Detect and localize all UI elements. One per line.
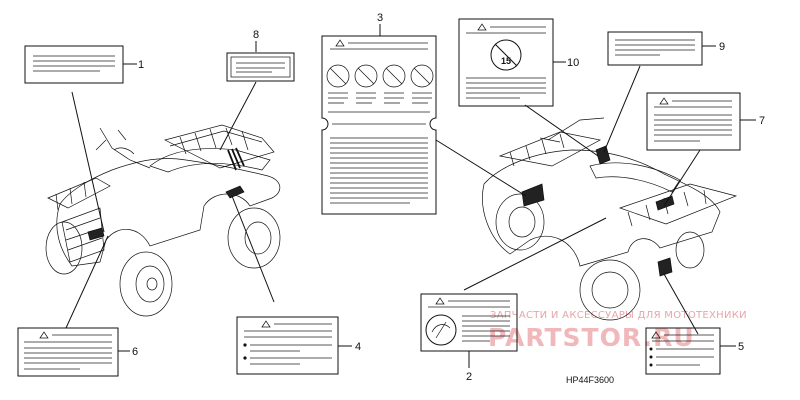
label-6: 6: [17, 327, 138, 377]
callout-5: 5: [738, 341, 744, 353]
label-6-text-lines: [24, 334, 112, 370]
label-5-warning-icon: [651, 331, 661, 339]
label-9: 9: [607, 31, 725, 66]
label-4-frame: [236, 316, 339, 375]
label-2-body-lines: [462, 315, 510, 342]
callout-6: 6: [132, 346, 138, 358]
label-10-header-lines: [466, 26, 546, 34]
label-2-rider-pictogram: [425, 314, 457, 346]
callout-9: 9: [719, 41, 725, 53]
label-10-age-badge: 15: [501, 56, 511, 66]
callout-3: 3: [377, 12, 383, 24]
label-2-rider-figure: [431, 321, 451, 339]
label-10-age-symbol: [490, 39, 522, 71]
label-7-warning-icon: [659, 97, 669, 105]
label-3-caption-lines: [328, 92, 432, 125]
callout-4: 4: [355, 341, 361, 353]
label-5-bullet: [649, 347, 653, 351]
label-5-bullet: [649, 363, 653, 367]
label-8-text-lines: [236, 62, 285, 73]
label-8-frame-outer: [226, 52, 295, 82]
label-7-frame: [646, 92, 741, 151]
watermark: ЗАПЧАСТИ И АКСЕССУАРЫ ДЛЯ МОТОТЕХНИКИ PA…: [488, 310, 747, 352]
label-10-body-lines: [466, 77, 546, 99]
label-3: 3: [321, 12, 437, 215]
label-5: 5: [645, 327, 744, 375]
label-3-warning-icon: [335, 39, 345, 47]
label-2-warning-icon: [435, 297, 445, 305]
callout-1: 1: [138, 59, 144, 71]
label-4-bullet: [243, 356, 247, 360]
label-10-warning-icon: [477, 23, 487, 31]
label-10-prohibit-slash: [494, 43, 518, 67]
callout-7: 7: [759, 115, 765, 127]
label-1-frame: [24, 45, 124, 84]
label-5-frame: [645, 327, 721, 375]
atv-right-illustration: [482, 117, 738, 321]
diagram-code: HP44F3600: [566, 375, 614, 385]
atv-left-illustration: [45, 124, 281, 317]
label-3-header-lines: [330, 42, 428, 50]
label-3-frame: [321, 35, 437, 215]
watermark-caption: ЗАПЧАСТИ И АКСЕССУАРЫ ДЛЯ МОТОТЕХНИКИ: [490, 310, 747, 321]
label-9-frame: [607, 31, 703, 66]
label-7-text-lines: [654, 100, 732, 142]
callout-2: 2: [466, 371, 472, 383]
label-5-bullet: [649, 355, 653, 359]
label-1-text-lines: [33, 55, 115, 72]
label-10: 15 10: [458, 18, 579, 107]
label-2-header-lines: [428, 300, 510, 308]
label-6-warning-icon: [39, 331, 49, 339]
label-7: 7: [646, 92, 765, 151]
label-3-pictograms: [326, 64, 434, 88]
label-4-warning-icon: [261, 320, 271, 328]
callout-8: 8: [253, 29, 259, 41]
label-1: 1: [24, 45, 144, 84]
label-3-body-lines: [330, 137, 428, 204]
label-8: 8: [226, 29, 295, 82]
label-9-text-lines: [615, 39, 695, 56]
label-4-text-lines: [244, 323, 332, 365]
label-2: 2: [420, 293, 518, 383]
label-4: 4: [236, 316, 361, 375]
label-4-bullet: [243, 343, 247, 347]
label-6-frame: [17, 327, 119, 377]
callout-10: 10: [567, 57, 579, 69]
label-5-text-lines: [652, 334, 714, 366]
watermark-brand: PARTSTOR.RU: [488, 323, 695, 352]
label-8-frame-inner: [230, 56, 291, 78]
leader-lines: [65, 65, 701, 335]
